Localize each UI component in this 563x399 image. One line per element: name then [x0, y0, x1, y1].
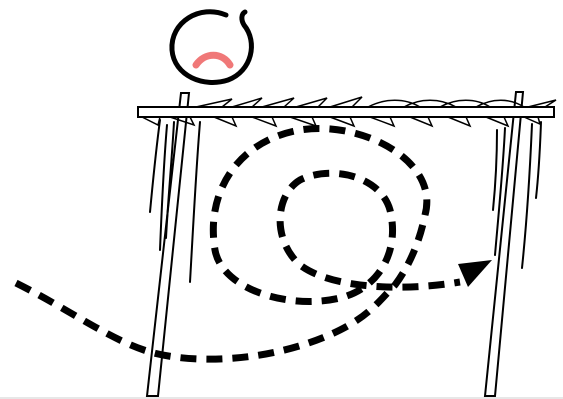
airflow-path [16, 128, 460, 359]
hanging-items-bottom [142, 117, 540, 126]
draped-cloth-lines [150, 120, 541, 282]
left-post [147, 93, 189, 396]
wind-flow-arrow-icon [16, 128, 492, 359]
crossbar [138, 107, 554, 117]
face-outline [172, 12, 252, 83]
sad-face-icon [172, 12, 252, 83]
arrowhead [458, 260, 492, 287]
frown-mouth [196, 55, 230, 65]
hanging-items-top [196, 97, 556, 107]
